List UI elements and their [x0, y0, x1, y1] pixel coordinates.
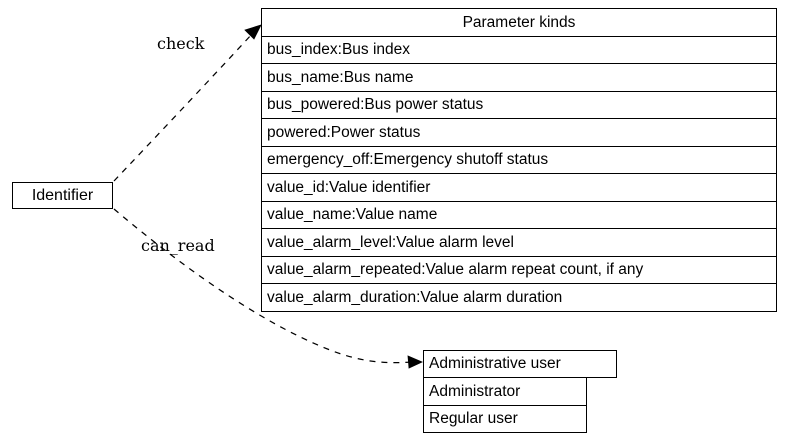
table-cell-emergency-off: emergency_off:Emergency shutoff status — [267, 151, 549, 168]
table-administrative-user-header-label: Administrative user — [429, 355, 561, 373]
table-row[interactable]: emergency_off:Emergency shutoff status — [261, 145, 777, 174]
table-row[interactable]: Regular user — [423, 404, 587, 434]
node-identifier-label: Identifier — [31, 186, 94, 204]
table-row[interactable]: value_name:Value name — [261, 200, 777, 229]
table-cell-bus-powered: bus_powered:Bus power status — [267, 96, 484, 113]
table-parameter-kinds: Parameter kinds bus_index:Bus index bus_… — [261, 8, 777, 312]
table-cell-value-name: value_name:Value name — [267, 206, 438, 223]
table-cell-powered: powered:Power status — [267, 123, 421, 141]
table-row[interactable]: value_id:Value identifier — [261, 173, 777, 202]
table-row[interactable]: value_alarm_level:Value alarm level — [261, 228, 777, 257]
table-row[interactable]: bus_index:Bus index — [261, 35, 777, 64]
table-administrative-user-header: Administrative user — [423, 350, 617, 379]
edge-check-path — [113, 33, 253, 182]
table-cell-value-alarm-repeated: value_alarm_repeated:Value alarm repeat … — [267, 261, 644, 278]
table-cell-bus-name: bus_name:Bus name — [267, 68, 414, 86]
table-row[interactable]: value_alarm_repeated:Value alarm repeat … — [261, 255, 777, 284]
table-cell-value-id: value_id:Value identifier — [267, 178, 431, 196]
table-row[interactable]: Administrator — [423, 377, 587, 406]
table-parameter-kinds-header-label: Parameter kinds — [462, 13, 576, 31]
edge-label-check: check — [157, 34, 205, 53]
edge-can-read-arrowhead — [407, 355, 423, 369]
table-cell-regular-user: Regular user — [429, 410, 518, 428]
table-row[interactable]: value_alarm_duration:Value alarm duratio… — [261, 283, 777, 312]
table-cell-administrator: Administrator — [429, 382, 521, 400]
edge-label-can-read: can_read — [141, 236, 215, 255]
table-parameter-kinds-header: Parameter kinds — [261, 8, 777, 37]
table-row[interactable]: bus_powered:Bus power status — [261, 90, 777, 119]
node-identifier[interactable]: Identifier — [12, 182, 113, 209]
edge-check-arrowhead — [244, 24, 262, 40]
table-cell-bus-index: bus_index:Bus index — [267, 41, 411, 58]
table-cell-value-alarm-duration: value_alarm_duration:Value alarm duratio… — [267, 288, 563, 306]
table-row[interactable]: bus_name:Bus name — [261, 63, 777, 92]
table-cell-value-alarm-level: value_alarm_level:Value alarm level — [267, 233, 514, 251]
table-row[interactable]: powered:Power status — [261, 118, 777, 147]
table-administrative-user: Administrative user Administrator Regula… — [423, 350, 617, 434]
